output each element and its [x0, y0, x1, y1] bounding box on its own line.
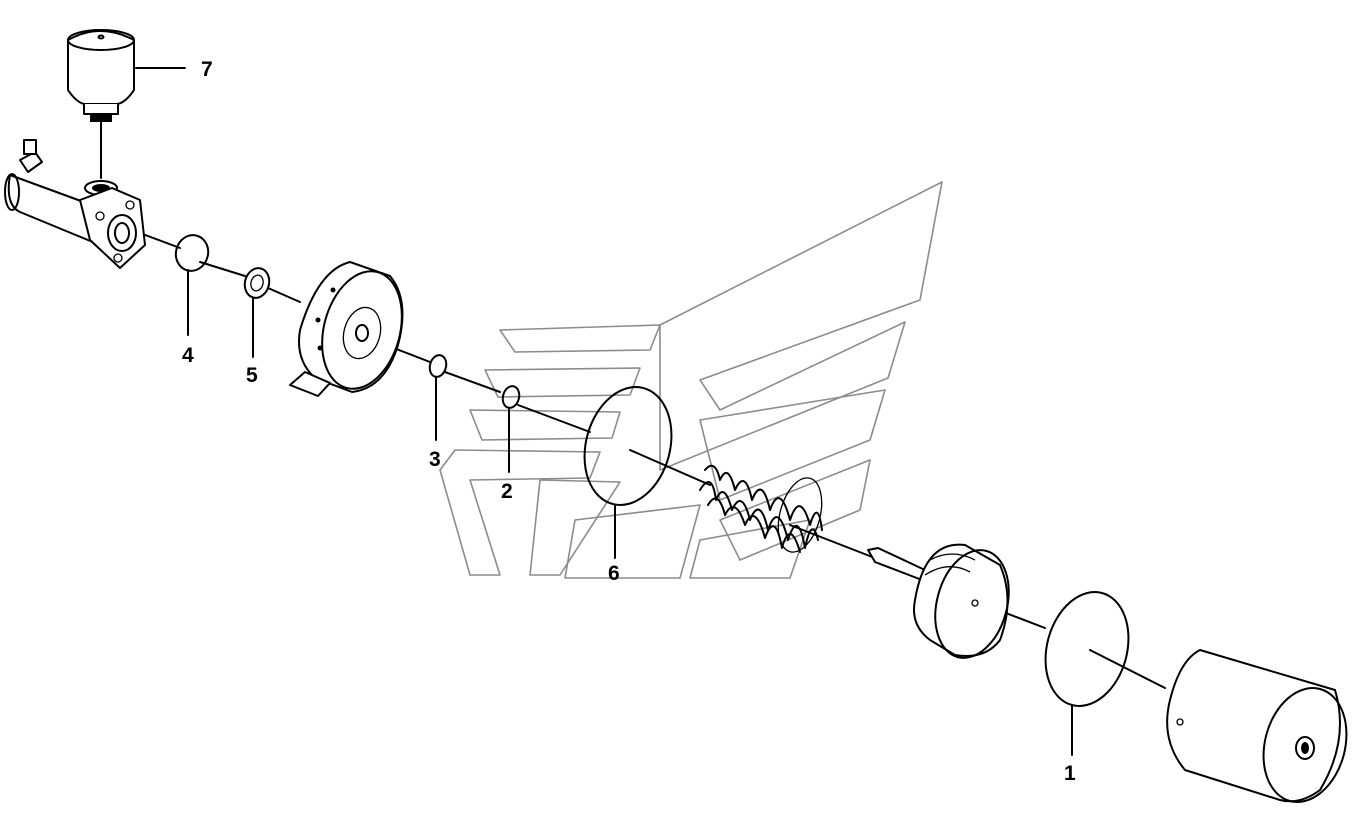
watermark-logo — [439, 181, 943, 579]
callout-6: 6 — [608, 562, 620, 585]
callout-5: 5 — [246, 364, 258, 387]
piston-housing — [289, 261, 404, 397]
washer-part-3 — [428, 354, 448, 378]
callout-2: 2 — [501, 480, 513, 503]
callout-7: 7 — [201, 58, 213, 81]
piston-assembly — [867, 543, 1010, 659]
large-o-ring-part-6 — [583, 386, 673, 506]
o-ring-part-4 — [174, 234, 210, 272]
callout-1: 1 — [1064, 762, 1076, 785]
callout-3: 3 — [429, 448, 441, 471]
callout-4: 4 — [182, 344, 194, 367]
assembly-axis — [100, 119, 1166, 689]
master-cylinder-body — [4, 139, 146, 269]
callout-labels: 7 4 5 3 2 6 1 — [182, 58, 1076, 785]
seal-part-5 — [243, 267, 271, 299]
reservoir-cap-part-7 — [67, 29, 135, 122]
leader-lines — [135, 67, 1073, 756]
o-ring-part-1 — [1044, 591, 1130, 707]
end-cap-housing — [1166, 649, 1348, 803]
conical-spring — [699, 464, 823, 553]
